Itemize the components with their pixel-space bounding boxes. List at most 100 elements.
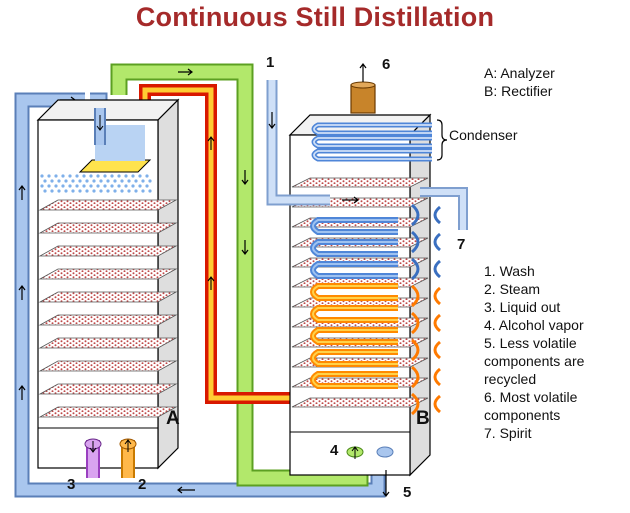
legend-item: components are	[484, 353, 585, 369]
callout-2: 2	[138, 476, 147, 493]
legend-item: 3. Liquid out	[484, 299, 561, 315]
spray-droplet	[54, 184, 58, 188]
spirit-outlet-pipe	[420, 187, 468, 230]
side-return-arc	[433, 205, 441, 225]
spray-droplet	[68, 174, 72, 178]
rectifier-column	[288, 113, 441, 477]
sieve-plate	[291, 397, 429, 408]
recycle-down-arrow	[382, 470, 390, 497]
spray-droplet	[64, 179, 68, 183]
side-return-arc	[433, 286, 441, 306]
spray-droplet	[145, 184, 149, 188]
wash-feed-arrow-2	[342, 196, 359, 204]
legend-item: 7. Spirit	[484, 425, 532, 441]
condenser-bracket	[436, 119, 448, 161]
spray-droplet	[89, 174, 93, 178]
spray-droplet	[124, 184, 128, 188]
heat-exchange-coil-core	[312, 307, 398, 321]
spray-droplet	[127, 179, 131, 183]
spray-droplet	[64, 189, 68, 193]
condenser-coil-core	[313, 150, 432, 160]
spray-droplet	[138, 174, 142, 178]
flow-arrows-vapor	[178, 68, 249, 255]
sieve-plate	[38, 337, 178, 349]
vapor-pipe	[110, 63, 369, 487]
legend-item: recycled	[484, 371, 537, 387]
spray-droplet	[78, 189, 82, 193]
spray-droplet	[99, 189, 103, 193]
side-return-arc	[433, 259, 441, 279]
callout-7: 7	[457, 236, 466, 253]
heat-exchange-coil-core	[312, 241, 398, 255]
spray-droplet	[110, 174, 114, 178]
callout-6: 6	[382, 56, 391, 73]
side-return-arc	[410, 230, 420, 254]
sieve-plate	[38, 360, 178, 372]
spray-droplet	[57, 189, 61, 193]
callout-1: 1	[266, 54, 275, 71]
sieve-plate	[38, 383, 178, 395]
spray-droplet	[120, 189, 124, 193]
side-return-arc	[410, 392, 420, 416]
condenser-coil-core	[313, 124, 432, 134]
legend-item: 1. Wash	[484, 263, 535, 279]
side-return-arc	[410, 257, 420, 281]
diagram-title: Continuous Still Distillation	[135, 2, 495, 32]
spray-droplet	[131, 174, 135, 178]
spray-droplet	[61, 174, 65, 178]
heat-exchange-coil-core	[312, 219, 398, 233]
spray-droplet	[68, 184, 72, 188]
legend-list: 1. Wash 2. Steam 3. Liquid out 4. Alcoho…	[484, 262, 584, 442]
volatile-outlet-pot	[350, 81, 376, 114]
analyzer-column	[36, 98, 180, 470]
condenser-label: Condenser	[449, 127, 518, 143]
side-return-arc	[433, 367, 441, 387]
column-label-a: A	[166, 408, 180, 429]
spray-droplet	[89, 184, 93, 188]
side-return-arc	[410, 338, 420, 362]
side-return-arc	[433, 313, 441, 333]
side-return-arc	[433, 394, 441, 414]
spray-droplet	[117, 174, 121, 178]
side-return-arc	[410, 365, 420, 389]
spray-droplet	[120, 179, 124, 183]
key-analyzer: A: Analyzer	[484, 65, 555, 81]
recycle-outlet	[376, 446, 394, 458]
side-return-arc	[410, 284, 420, 308]
sieve-plate	[291, 177, 429, 188]
legend-item: 6. Most volatile	[484, 389, 578, 405]
legend-item: 4. Alcohol vapor	[484, 317, 584, 333]
alcohol-vapor-inlet	[346, 446, 364, 459]
spray-droplet	[43, 189, 47, 193]
side-return-arc	[433, 340, 441, 360]
side-return-arc	[410, 311, 420, 335]
spray-droplet	[54, 174, 58, 178]
sieve-plate	[38, 314, 178, 326]
spray-droplet	[75, 174, 79, 178]
spray-droplet	[99, 179, 103, 183]
spray-droplet	[43, 179, 47, 183]
spray-droplet	[57, 179, 61, 183]
spray-droplet	[141, 189, 145, 193]
spray-droplet	[50, 189, 54, 193]
side-return-arc	[433, 232, 441, 252]
spray-droplet	[40, 184, 44, 188]
spray-droplet	[148, 189, 152, 193]
spray-droplet	[47, 184, 51, 188]
legend-item: 2. Steam	[484, 281, 541, 297]
legend-item: 5. Less volatile	[484, 335, 577, 351]
heat-exchange-coil-core	[312, 263, 398, 277]
spray-droplet	[85, 189, 89, 193]
sieve-plate	[38, 222, 178, 234]
spray-droplet	[78, 179, 82, 183]
spray-droplet	[71, 189, 75, 193]
spray-droplet	[148, 179, 152, 183]
spray-droplet	[96, 174, 100, 178]
spray-droplet	[134, 189, 138, 193]
liquid-out-pipe	[84, 438, 102, 478]
heat-exchange-coil-core	[312, 351, 398, 365]
spray-droplet	[82, 184, 86, 188]
legend-item: components	[484, 407, 561, 423]
spray-droplet	[113, 189, 117, 193]
